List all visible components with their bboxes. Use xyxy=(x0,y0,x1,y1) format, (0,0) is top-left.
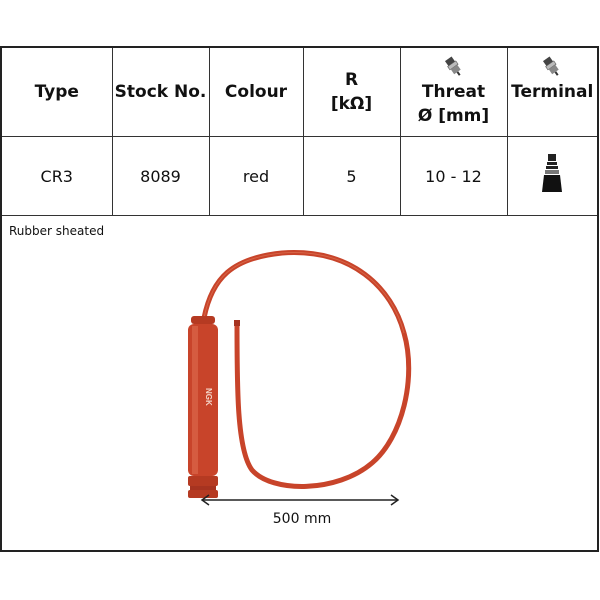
spark-plug-icon xyxy=(444,56,461,76)
cell-stock-no: 8089 xyxy=(111,136,210,216)
header-terminal-label: Terminal xyxy=(511,82,594,102)
spark-plug-icon xyxy=(543,56,559,76)
cell-terminal xyxy=(506,136,597,216)
cell-type: CR3 xyxy=(2,136,113,216)
dimension-arrow xyxy=(200,494,400,506)
table-header-row: Type Stock No. Colour R [kΩ] Threat Ø [m… xyxy=(2,48,597,137)
ngk-brand-marking: NGK xyxy=(204,388,213,406)
terminal-connector-icon xyxy=(542,154,563,192)
header-resistance-unit: [kΩ] xyxy=(330,94,373,114)
length-label: 500 mm xyxy=(272,511,332,527)
cell-colour: red xyxy=(208,136,304,216)
header-resistance: R [kΩ] xyxy=(302,48,401,137)
header-threat: Threat Ø [mm] xyxy=(399,48,508,137)
boot: NGK xyxy=(188,316,218,498)
spark-plug-cable-photo: NGK xyxy=(122,238,482,538)
header-stock-no: Stock No. xyxy=(111,48,210,137)
caption-rubber-sheated: Rubber sheated xyxy=(9,224,105,238)
header-threat-unit: Ø [mm] xyxy=(417,106,490,126)
cell-resistance: 5 xyxy=(302,136,401,216)
header-terminal: Terminal . xyxy=(506,48,597,137)
header-resistance-label: R xyxy=(344,70,359,90)
header-threat-label: Threat xyxy=(421,82,486,102)
spec-sheet-frame: Type Stock No. Colour R [kΩ] Threat Ø [m… xyxy=(0,46,599,552)
table-row: CR3 8089 red 5 10 - 12 xyxy=(2,136,597,216)
header-type: Type xyxy=(2,48,113,137)
header-colour: Colour xyxy=(208,48,304,137)
cell-threat: 10 - 12 xyxy=(399,136,508,216)
spec-table: Type Stock No. Colour R [kΩ] Threat Ø [m… xyxy=(2,48,597,216)
